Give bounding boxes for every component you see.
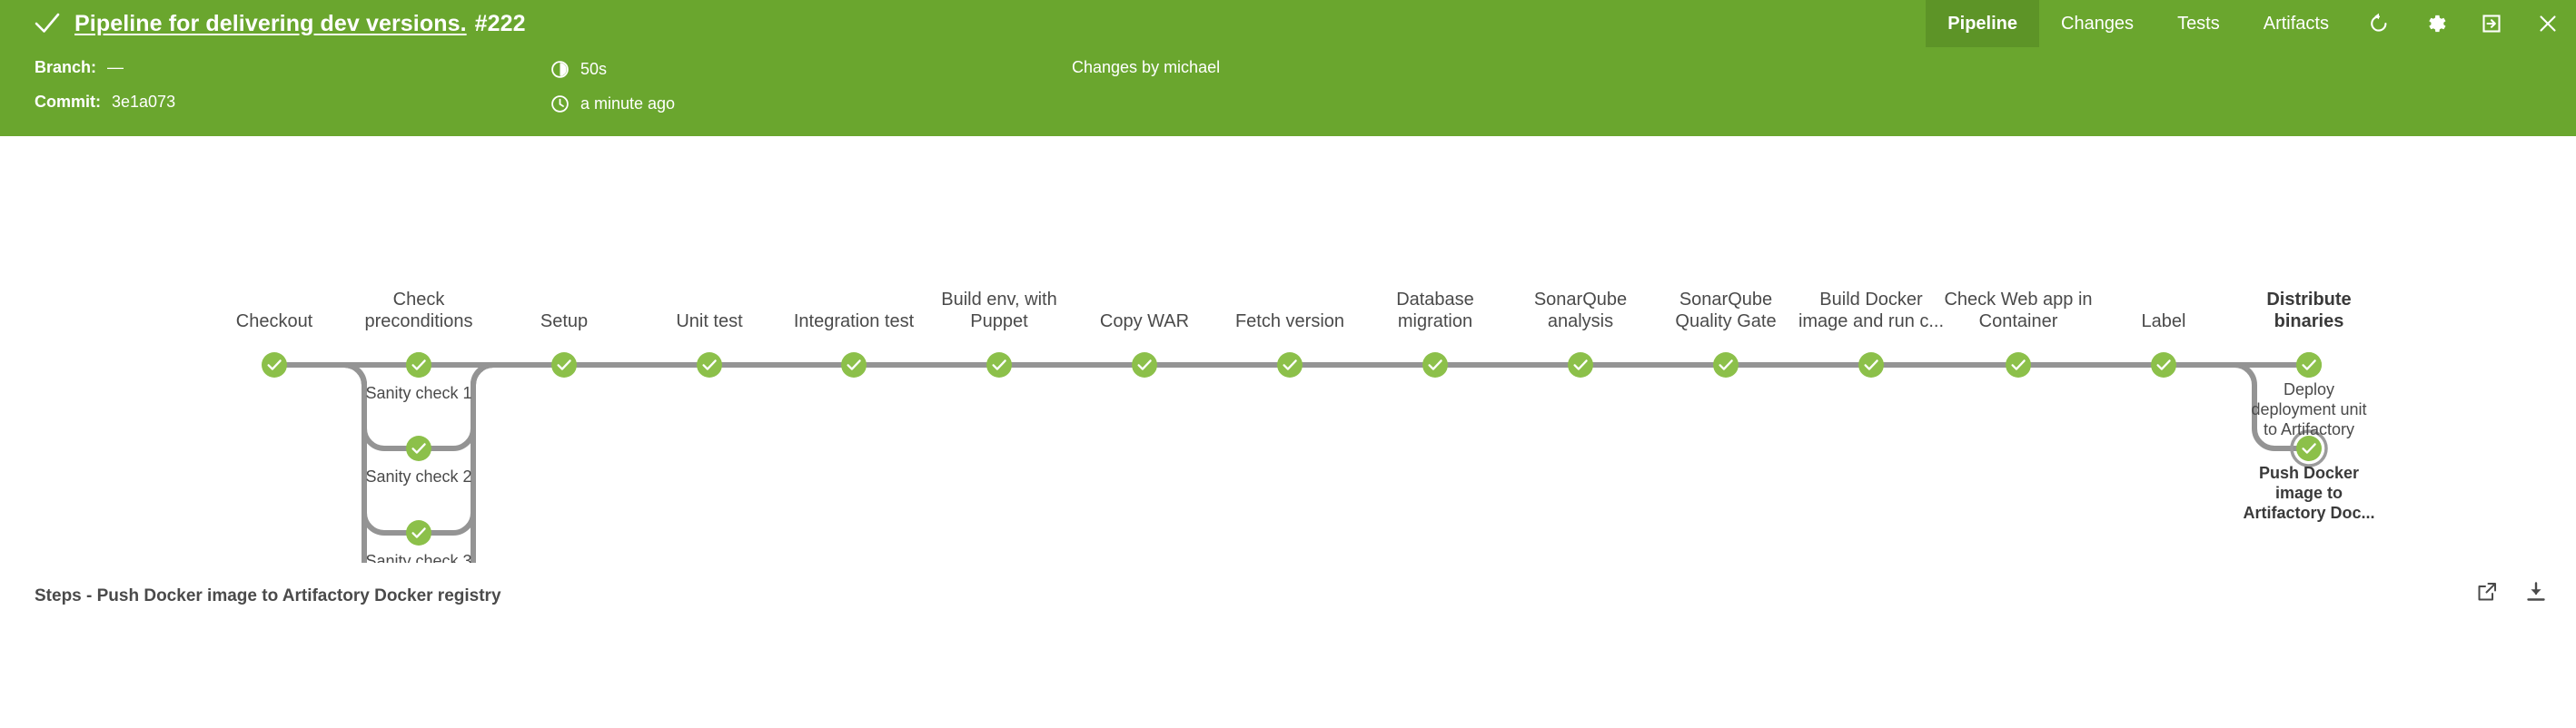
page-title[interactable]: Pipeline for delivering dev versions. #2… xyxy=(74,11,526,37)
stage-label-3[interactable]: Unit test xyxy=(676,311,743,331)
branch-label: Branch: xyxy=(35,58,97,76)
logs-icon[interactable] xyxy=(2463,0,2520,47)
close-icon[interactable] xyxy=(2520,0,2576,47)
stage-node-0[interactable] xyxy=(262,352,287,378)
stage-label-1[interactable]: Check preconditions xyxy=(364,290,473,331)
tab-tests[interactable]: Tests xyxy=(2177,13,2220,34)
stage-label-6[interactable]: Copy WAR xyxy=(1099,311,1190,331)
stage-label-4[interactable]: Integration test xyxy=(793,311,915,331)
stopwatch-icon xyxy=(549,58,570,80)
stage-node-2[interactable] xyxy=(551,352,577,378)
stage-label-13[interactable]: Label xyxy=(2141,311,2186,331)
steps-toolbar xyxy=(2474,579,2549,605)
parallel-node-label-4[interactable]: Deploy deployment unit to Artifactory xyxy=(2251,380,2367,438)
download-icon[interactable] xyxy=(2523,579,2549,605)
parallel-node-label-0[interactable]: Sanity check 1 xyxy=(365,384,472,402)
duration-value: 50s xyxy=(580,59,608,78)
time-value: a minute ago xyxy=(580,93,676,113)
stage-node-13[interactable] xyxy=(2151,352,2176,378)
header-nav: Pipeline Changes Tests Artifacts xyxy=(1926,0,2576,47)
stage-label-5[interactable]: Build env, with Puppet xyxy=(941,290,1057,331)
parallel-node-4[interactable] xyxy=(2296,352,2322,378)
stage-node-6[interactable] xyxy=(1132,352,1157,378)
pipeline-graph-svg xyxy=(262,352,2328,563)
parallel-node-label-5[interactable]: Push Docker image to Artifactory Doc... xyxy=(2243,464,2375,522)
parallel-node-label-1[interactable]: Sanity check 2 xyxy=(365,467,472,486)
gear-icon[interactable] xyxy=(2407,0,2463,47)
tab-artifacts[interactable]: Artifacts xyxy=(2263,13,2329,34)
stage-label-12[interactable]: Check Web app in Container xyxy=(1944,290,2093,331)
run-header-top: Pipeline for delivering dev versions. #2… xyxy=(0,0,2576,47)
meta-time: a minute ago xyxy=(549,93,675,114)
parallel-node-2[interactable] xyxy=(406,520,431,546)
stage-node-11[interactable] xyxy=(1858,352,1884,378)
run-meta: Branch: — Commit: 3e1a073 50s xyxy=(0,47,2576,136)
stage-node-10[interactable] xyxy=(1713,352,1739,378)
meta-duration: 50s xyxy=(549,58,607,80)
stage-node-12[interactable] xyxy=(2006,352,2031,378)
stage-node-3[interactable] xyxy=(697,352,722,378)
stage-label-9[interactable]: SonarQube analysis xyxy=(1533,290,1628,331)
commit-label: Commit: xyxy=(35,93,101,111)
stage-node-8[interactable] xyxy=(1422,352,1448,378)
tab-changes[interactable]: Changes xyxy=(2061,13,2135,34)
stage-label-2[interactable]: Setup xyxy=(540,311,589,331)
check-icon xyxy=(29,5,65,42)
meta-changes-by: Changes by michael xyxy=(1072,58,1220,77)
branch-value: — xyxy=(107,58,124,76)
steps-section: Steps - Push Docker image to Artifactory… xyxy=(0,563,2576,728)
stage-node-4[interactable] xyxy=(841,352,867,378)
clock-icon xyxy=(549,93,570,114)
parallel-node-5[interactable] xyxy=(2290,429,2328,467)
stage-node-5[interactable] xyxy=(986,352,1012,378)
run-name-link[interactable]: Pipeline for delivering dev versions. xyxy=(74,10,467,36)
stage-label-14[interactable]: Distribute binaries xyxy=(2266,290,2352,331)
parallel-node-0[interactable] xyxy=(406,352,431,378)
meta-commit: Commit: 3e1a073 xyxy=(35,93,175,112)
parallel-node-1[interactable] xyxy=(406,436,431,461)
run-number: #222 xyxy=(474,10,526,36)
commit-value[interactable]: 3e1a073 xyxy=(112,93,176,111)
changes-by-value: Changes by michael xyxy=(1072,58,1221,76)
replay-icon[interactable] xyxy=(2351,0,2407,47)
stage-label-7[interactable]: Fetch version xyxy=(1234,311,1345,331)
stage-label-10[interactable]: SonarQube Quality Gate xyxy=(1675,290,1777,331)
tab-pipeline[interactable]: Pipeline xyxy=(1926,0,2039,47)
stage-node-9[interactable] xyxy=(1568,352,1593,378)
meta-branch: Branch: — xyxy=(35,58,124,77)
stage-label-0[interactable]: Checkout xyxy=(235,311,313,331)
stage-label-11[interactable]: Build Docker image and run c... xyxy=(1798,290,1945,331)
run-header: Pipeline for delivering dev versions. #2… xyxy=(0,0,2576,136)
steps-title: Steps - Push Docker image to Artifactory… xyxy=(35,586,501,605)
stage-node-7[interactable] xyxy=(1277,352,1303,378)
stage-label-8[interactable]: Database migration xyxy=(1396,290,1474,331)
open-external-icon[interactable] xyxy=(2474,579,2500,605)
